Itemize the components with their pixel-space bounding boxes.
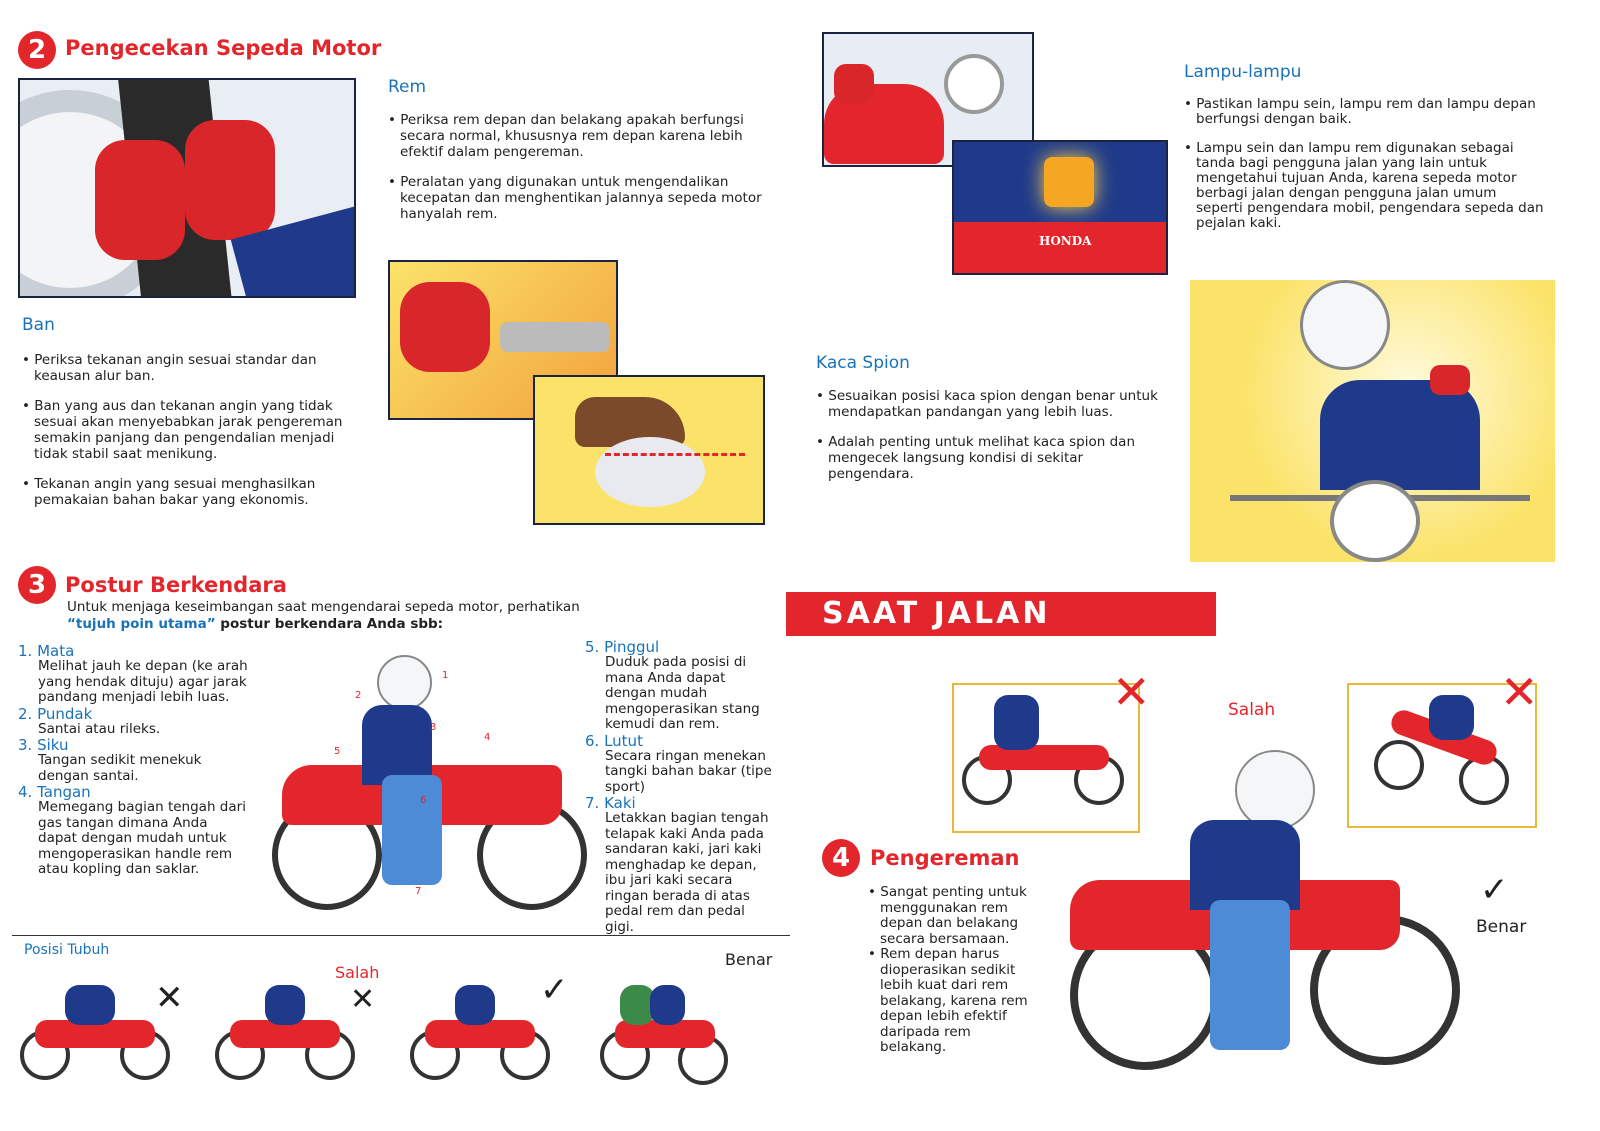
section-title: Pengecekan Sepeda Motor xyxy=(65,36,382,60)
section-number-badge: 4 xyxy=(822,839,860,877)
posture-item-text: Secara ringan menekan tangki bahan bakar… xyxy=(605,747,772,795)
posture-item-text: Santai atau rileks. xyxy=(38,720,161,737)
posture-example-wrong-2 xyxy=(215,970,360,1085)
section-title: Postur Berkendara xyxy=(65,573,287,597)
posture-item-text: Tangan sedikit menekuk dengan santai. xyxy=(38,752,202,784)
posture-item-label: 3. Siku xyxy=(18,736,69,754)
wrong-label: Salah xyxy=(335,963,380,982)
bullet: Ban yang aus dan tekanan angin yang tida… xyxy=(34,398,343,462)
bullet: Sangat penting untuk menggunakan rem dep… xyxy=(880,884,1027,947)
marker: 2 xyxy=(355,690,362,701)
spion-heading: Kaca Spion xyxy=(816,353,910,373)
section3-intro: Untuk menjaga keseimbangan saat mengenda… xyxy=(67,599,607,633)
tire-check-illustration xyxy=(18,78,356,298)
lampu-heading: Lampu-lampu xyxy=(1184,62,1302,82)
bullet: Rem depan harus dioperasikan sedikit leb… xyxy=(880,946,1028,1055)
cross-icon: ✕ xyxy=(1112,665,1151,719)
bullet: Adalah penting untuk melihat kaca spion … xyxy=(828,434,1136,482)
lampu-bullets: • Pastikan lampu sein, lampu rem dan lam… xyxy=(1184,96,1544,231)
bullet: Periksa tekanan angin sesuai standar dan… xyxy=(34,352,317,384)
intro-rest: postur berkendara Anda sbb: xyxy=(215,616,444,632)
bullet: Peralatan yang digunakan untuk mengendal… xyxy=(400,174,762,222)
intro-text: Untuk menjaga keseimbangan saat mengenda… xyxy=(67,599,580,615)
section-number-badge: 3 xyxy=(18,566,56,604)
bullet: Lampu sein dan lampu rem digunakan sebag… xyxy=(1196,140,1544,231)
wrong-label: Salah xyxy=(1228,700,1276,720)
posture-item-label: 7. Kaki xyxy=(585,794,636,812)
section-title: Pengereman xyxy=(870,846,1020,870)
intro-highlight: “tujuh poin utama” xyxy=(67,616,216,632)
brake-lever-illustration xyxy=(388,260,618,420)
marker: 4 xyxy=(484,732,491,743)
braking-motorcycle-illustration xyxy=(1060,750,1465,1080)
braking-wrong-example-2 xyxy=(1347,683,1537,828)
brake-pedal-illustration xyxy=(533,375,765,525)
cross-icon: ✕ xyxy=(1500,665,1539,719)
mirror-adjust-illustration xyxy=(1190,280,1555,562)
posture-item-label: 1. Mata xyxy=(18,642,75,660)
bullet: Sesuaikan posisi kaca spion dengan benar… xyxy=(828,388,1158,420)
posture-example-right xyxy=(410,970,555,1085)
ban-bullets: • Periksa tekanan angin sesuai standar d… xyxy=(22,352,343,508)
checkmark-icon: ✓ xyxy=(1480,870,1509,910)
posture-item-text: Memegang bagian tengah dari gas tangan d… xyxy=(38,799,246,877)
cross-icon: ✕ xyxy=(155,978,184,1018)
marker: 1 xyxy=(442,670,449,681)
taillight-illustration: HONDA xyxy=(952,140,1168,275)
rem-bullets: • Periksa rem depan dan belakang apakah … xyxy=(388,112,762,222)
posture-example-wrong-1 xyxy=(20,970,175,1085)
marker: 3 xyxy=(430,722,437,733)
section-number-badge: 2 xyxy=(18,31,56,69)
posture-item-label: 5. Pinggul xyxy=(585,638,660,656)
braking-wrong-example-1 xyxy=(952,683,1140,833)
posture-item-text: Melihat jauh ke depan (ke arah yang hend… xyxy=(38,658,248,705)
checkmark-icon: ✓ xyxy=(540,970,569,1010)
posture-item-text: Duduk pada posisi di mana Anda dapat den… xyxy=(605,654,760,732)
posture-item-label: 4. Tangan xyxy=(18,783,91,801)
saat-jalan-banner: SAAT JALAN xyxy=(786,592,1216,636)
posture-list-left: 1. Mata Melihat jauh ke depan (ke arah y… xyxy=(18,643,250,878)
bullet: Periksa rem depan dan belakang apakah be… xyxy=(400,112,744,160)
posisi-tubuh-heading: Posisi Tubuh xyxy=(24,942,110,958)
spion-bullets: • Sesuaikan posisi kaca spion dengan ben… xyxy=(816,388,1158,482)
braking-bullets: • Sangat penting untuk menggunakan rem d… xyxy=(868,884,1028,1055)
posture-motorcycle-illustration: 1 2 3 4 5 6 7 xyxy=(262,650,587,915)
posture-item-label: 2. Pundak xyxy=(18,704,93,723)
marker: 5 xyxy=(334,746,341,757)
marker: 6 xyxy=(420,795,427,806)
marker: 7 xyxy=(415,886,422,897)
rem-heading: Rem xyxy=(388,77,427,97)
bullet: Tekanan angin yang sesuai menghasilkan p… xyxy=(34,476,316,508)
cross-icon: ✕ xyxy=(350,982,376,1017)
posture-list-right: 5. Pinggul Duduk pada posisi di mana And… xyxy=(585,639,777,935)
right-label: Benar xyxy=(725,950,773,969)
honda-logo: HONDA xyxy=(1039,234,1092,248)
ban-heading: Ban xyxy=(22,315,55,335)
divider xyxy=(12,935,790,936)
bullet: Pastikan lampu sein, lampu rem dan lampu… xyxy=(1196,96,1536,127)
posture-example-passenger xyxy=(600,970,730,1090)
posture-item-text: Letakkan bagian tengah telapak kaki Anda… xyxy=(605,810,769,935)
posture-item-label: 6. Lutut xyxy=(585,731,643,750)
right-label: Benar xyxy=(1476,917,1527,937)
